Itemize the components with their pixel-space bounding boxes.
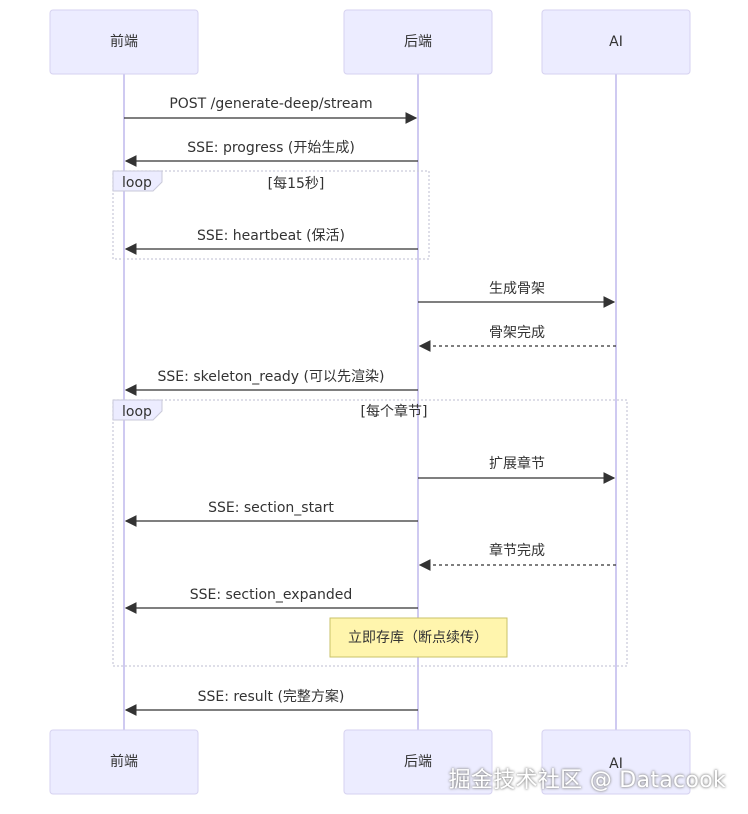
message-sse-section-expanded: SSE: section_expanded	[124, 587, 418, 614]
loop-block-heartbeat: loop [每15秒]	[112, 170, 430, 260]
message-label: SSE: heartbeat (保活)	[197, 228, 345, 244]
actor-backend-bottom: 后端	[343, 729, 493, 795]
message-sse-result: SSE: result (完整方案)	[124, 688, 418, 716]
message-post-generate: POST /generate-deep/stream	[124, 96, 418, 124]
loop-condition: [每15秒]	[268, 176, 325, 192]
message-skeleton-done: 骨架完成	[418, 325, 616, 352]
message-label: SSE: result (完整方案)	[198, 688, 345, 705]
loop-condition: [每个章节]	[361, 403, 428, 420]
message-label: SSE: skeleton_ready (可以先渲染)	[158, 369, 385, 385]
message-label: 生成骨架	[489, 281, 545, 297]
message-sse-progress: SSE: progress (开始生成)	[124, 140, 418, 167]
message-label: 扩展章节	[489, 455, 545, 472]
loop-label: loop	[122, 175, 152, 191]
message-label: 骨架完成	[489, 325, 545, 341]
message-generate-skeleton: 生成骨架	[418, 281, 616, 308]
note-text: 立即存库（断点续传）	[348, 629, 488, 646]
actor-frontend-bottom: 前端	[49, 729, 199, 795]
message-label: SSE: section_start	[208, 500, 334, 516]
message-label: POST /generate-deep/stream	[169, 96, 372, 112]
message-sse-heartbeat: SSE: heartbeat (保活)	[124, 228, 418, 255]
note-save-immediately: 立即存库（断点续传）	[329, 617, 508, 658]
message-section-done: 章节完成	[418, 542, 616, 571]
actor-backend-top: 后端	[343, 9, 493, 75]
actor-label: 前端	[110, 33, 138, 50]
actor-ai-bottom: AI	[541, 729, 691, 795]
loop-block-sections: loop [每个章节]	[112, 399, 628, 667]
watermark-text: 掘金技术社区 @ Datacook	[448, 768, 726, 793]
message-expand-section: 扩展章节	[418, 455, 616, 484]
actor-frontend-top: 前端	[49, 9, 199, 75]
actor-label: 后端	[404, 34, 432, 50]
loop-label: loop	[122, 404, 152, 420]
message-label: SSE: section_expanded	[190, 587, 353, 603]
message-sse-skeleton-ready: SSE: skeleton_ready (可以先渲染)	[124, 369, 418, 396]
actor-label: 后端	[404, 754, 432, 770]
message-sse-section-start: SSE: section_start	[124, 500, 418, 527]
message-label: SSE: progress (开始生成)	[187, 140, 355, 156]
actor-ai-top: AI	[541, 9, 691, 75]
actor-label: 前端	[110, 753, 138, 770]
message-label: 章节完成	[489, 542, 545, 559]
actor-label: AI	[609, 34, 623, 50]
actor-label: AI	[609, 756, 623, 772]
